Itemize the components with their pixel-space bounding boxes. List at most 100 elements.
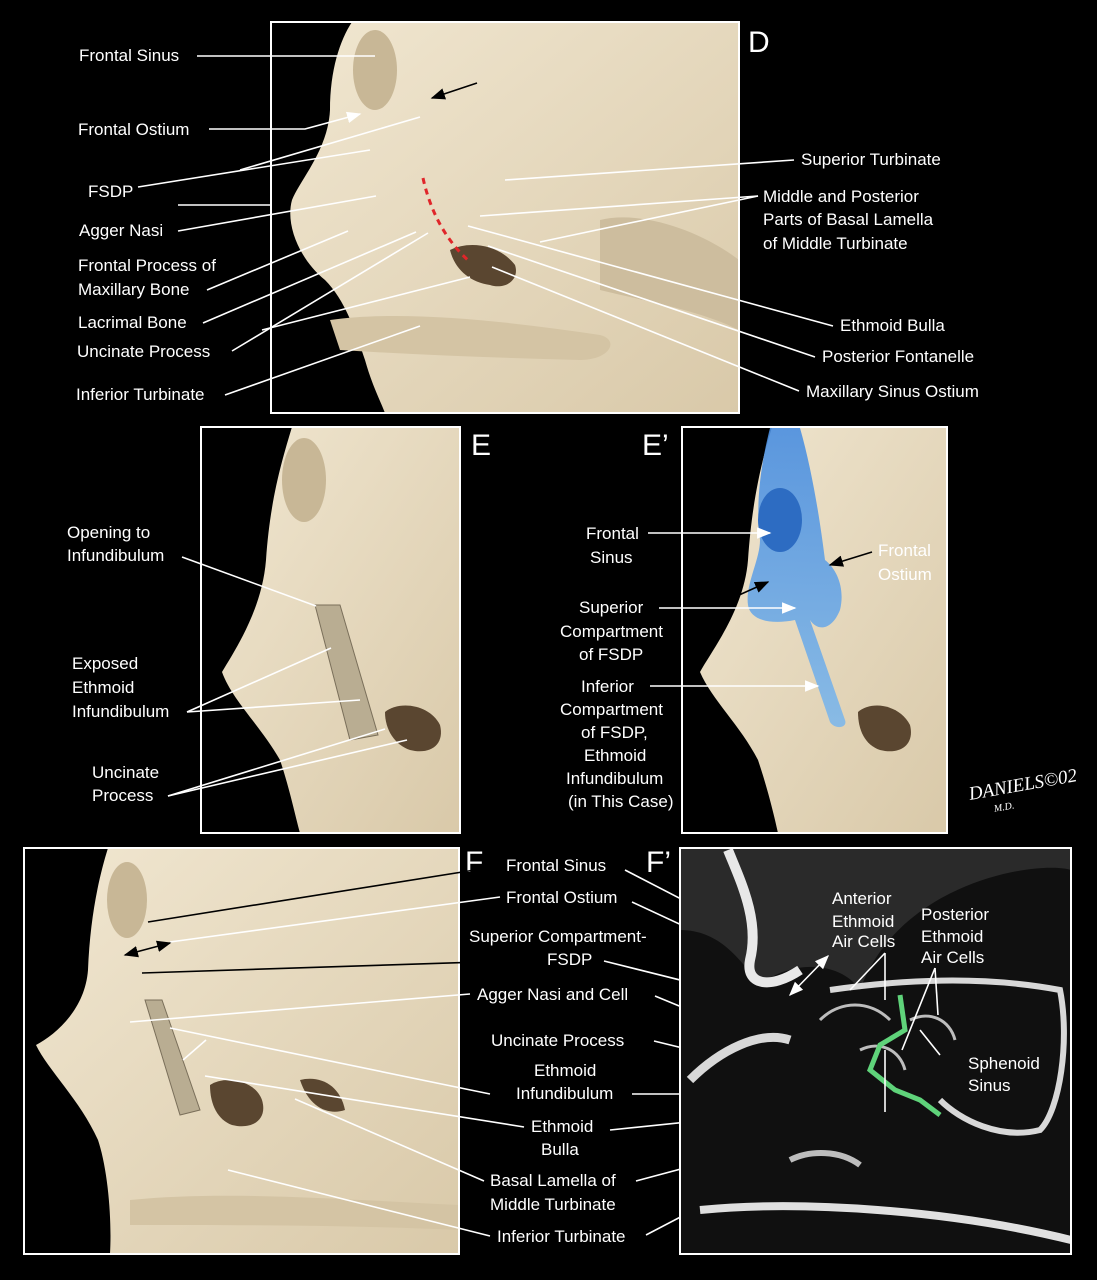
label-uncinate-process: Uncinate Process (77, 342, 210, 361)
panel-f-infundibulum (144, 999, 201, 1116)
label-f-ethmoid-bulla-1: Ethmoid (531, 1117, 593, 1136)
label-e-prime-superior-2: Compartment (560, 622, 663, 641)
leader-exposed-2 (186, 699, 361, 713)
label-opening-1: Opening to (67, 523, 150, 542)
label-f-ethmoid-bulla-2: Bulla (541, 1140, 579, 1159)
panel-d-red-dashed-line (421, 177, 471, 264)
panel-e-letter: E (471, 429, 491, 462)
label-f-frontal-ostium: Frontal Ostium (506, 888, 617, 907)
panel-f: F Frontal Sinus Frontal Ostium Superior … (23, 846, 921, 1255)
arrow-f-prime-frontal-ostium (788, 954, 830, 997)
leader-ethmoid-bulla (467, 225, 834, 327)
leader-uncinate-2 (261, 276, 471, 331)
label-frontal-ostium: Frontal Ostium (78, 120, 189, 139)
panel-e-frontal-sinus-cavity (282, 438, 326, 522)
leader-uncinate-e-1 (167, 728, 386, 797)
label-f-basal-lamella-1: Basal Lamella of (490, 1171, 616, 1190)
arrow-e-prime-ostium-left (727, 581, 770, 601)
panel-d-inferior-turbinate (330, 315, 611, 360)
leader-f-basal-lamella (294, 1098, 485, 1182)
label-basal-lamella-2: Parts of Basal Lamella (763, 210, 934, 229)
panel-e-prime-ostium-cavity (858, 705, 911, 752)
panel-e-prime-frontal-sinus-dark (758, 488, 802, 552)
leader-fsdp-2 (239, 116, 421, 171)
label-e-prime-frontal-ostium-2: Ostium (878, 565, 932, 584)
panel-e: E Opening to Infundibulum Exposed Ethmoi… (67, 426, 491, 834)
panel-e-ostium-cavity (385, 705, 441, 752)
label-e-prime-frontal-sinus-2: Sinus (590, 548, 633, 567)
panel-f-prime-maxilla (686, 1032, 792, 1084)
label-frontal-process-2: Maxillary Bone (78, 280, 190, 299)
label-e-prime-inferior-2: Compartment (560, 700, 663, 719)
leader-frontal-process (206, 230, 349, 291)
panel-d-frame (270, 21, 740, 414)
label-frontal-process-1: Frontal Process of (78, 256, 216, 275)
label-e-prime-inferior-6: (in This Case) (568, 792, 674, 811)
leader-f-superior-compartment (141, 959, 541, 974)
label-f-prime-posterior-1: Posterior (921, 905, 989, 924)
label-f-superior-compartment-1: Superior Compartment- (469, 927, 647, 946)
label-f-prime-anterior-1: Anterior (832, 889, 892, 908)
panel-f-profile-shadow (24, 848, 111, 1254)
label-lacrimal-bone: Lacrimal Bone (78, 313, 187, 332)
arrow-e-prime-frontal-ostium (828, 551, 873, 567)
label-inferior-turbinate: Inferior Turbinate (76, 385, 205, 404)
leader-f-inferior-turbinate (227, 1169, 491, 1237)
panel-f-prime-basal-lamella-green (866, 994, 942, 1117)
label-e-prime-frontal-sinus-1: Frontal (586, 524, 639, 543)
label-f-uncinate-process: Uncinate Process (491, 1031, 624, 1050)
panel-d: D Frontal Sinus Frontal Ostium FSDP Agge… (76, 21, 979, 414)
leader-frontal-ostium (209, 111, 362, 130)
label-f-prime-sphenoid-1: Sphenoid (968, 1054, 1040, 1073)
label-e-prime-inferior-1: Inferior (581, 677, 634, 696)
svg-text:M.D.: M.D. (992, 800, 1015, 815)
leader-fsdp-1 (137, 149, 371, 188)
panel-f-frontal-sinus-cavity (107, 862, 147, 938)
label-f-ethmoid-infundibulum-1: Ethmoid (534, 1061, 596, 1080)
leader-f-prime-posterior-1 (901, 967, 936, 1051)
label-basal-lamella-1: Middle and Posterior (763, 187, 919, 206)
panel-f-prime-letter: F’ (646, 846, 671, 879)
label-fsdp: FSDP (88, 182, 133, 201)
label-uncinate-e-2: Process (92, 786, 153, 805)
panel-d-turbinate-region (600, 217, 739, 330)
label-f-prime-posterior-2: Ethmoid (921, 927, 983, 946)
panel-f-frame (23, 847, 460, 1255)
label-agger-nasi: Agger Nasi (79, 221, 163, 240)
leader-f-frontal-sinus (147, 865, 501, 923)
panel-f-inferior-turbinate (130, 1195, 459, 1230)
panel-f-prime-sphenoid-outline (829, 977, 1067, 1136)
panel-e-frame (200, 426, 461, 834)
leader-f-frontal-ostium (169, 896, 501, 943)
leader-f-ethmoid-bulla (204, 1075, 525, 1128)
label-f-prime-anterior-3: Air Cells (832, 932, 895, 951)
panel-f-prime-frame (679, 847, 1072, 1255)
label-e-prime-superior-3: of FSDP (579, 645, 643, 664)
leader-agger-nasi (177, 195, 377, 232)
panel-f-prime-palate (699, 1202, 1072, 1244)
arrow-f-frontal-ostium (123, 940, 172, 958)
panel-e-profile-shadow (201, 427, 300, 833)
label-e-prime-inferior-5: Infundibulum (566, 769, 663, 788)
leader-f-prime-posterior-3 (919, 1029, 941, 1056)
label-basal-lamella-3: of Middle Turbinate (763, 234, 908, 253)
label-exposed-1: Exposed (72, 654, 138, 673)
panel-f-prime-frontal-bone (723, 848, 803, 988)
panel-e-prime: E’ Frontal Sinus Frontal Ostium Superior… (560, 426, 948, 834)
panel-d-letter: D (748, 26, 770, 59)
panel-d-ostium-cavity (450, 245, 516, 287)
panel-e-exposed-infundibulum (314, 604, 379, 741)
label-exposed-2: Ethmoid (72, 678, 134, 697)
panel-f-letter: F (465, 846, 483, 879)
label-superior-turbinate: Superior Turbinate (801, 150, 941, 169)
leader-uncinate-e-2 (167, 739, 408, 797)
label-f-frontal-sinus: Frontal Sinus (506, 856, 606, 875)
label-e-prime-superior-1: Superior (579, 598, 644, 617)
leader-f-prime-posterior-2 (934, 967, 939, 1016)
panel-f-prime: F’ Anterior Ethmoid Air Cells Posterior … (646, 846, 1072, 1255)
leader-maxillary-sinus-ostium (491, 266, 800, 392)
panel-e-prime-frame (681, 426, 948, 834)
leader-f-uncinate-tick (182, 1039, 207, 1061)
leader-inferior-turbinate (224, 325, 421, 396)
